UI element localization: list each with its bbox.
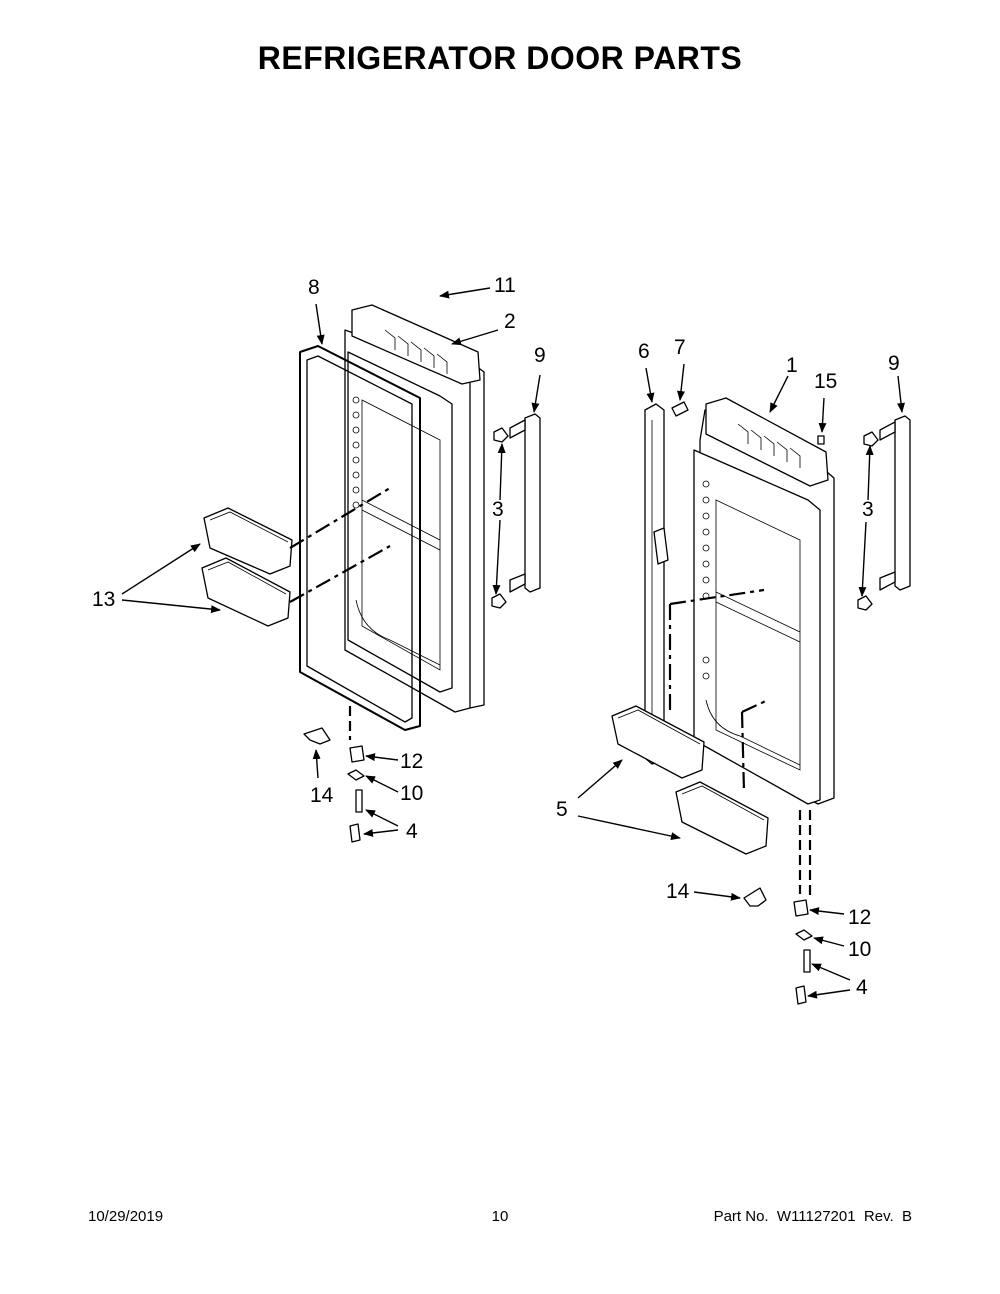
right-mullion <box>644 403 669 765</box>
left-door-bins <box>201 507 293 627</box>
callout-14-right: 14 <box>666 880 690 903</box>
callout-labels: 8 11 2 9 3 13 12 14 10 4 6 7 1 15 9 3 5 … <box>92 274 900 999</box>
callout-7: 7 <box>674 336 686 359</box>
left-door-handle <box>509 413 541 593</box>
footer-page-number: 10 <box>491 1208 509 1225</box>
callout-4-left: 4 <box>406 820 418 843</box>
footer-part-number: Part No. W11127201 Rev. B <box>713 1208 912 1225</box>
callout-12-left: 12 <box>400 750 423 773</box>
right-hinge-parts <box>743 810 813 1005</box>
callout-1: 1 <box>786 354 798 377</box>
callout-9-left: 9 <box>534 344 546 367</box>
right-door-bins <box>611 705 769 855</box>
callout-10-left: 10 <box>400 782 423 805</box>
callout-4-right: 4 <box>856 976 868 999</box>
callout-2: 2 <box>504 310 516 333</box>
callout-3-left: 3 <box>492 498 504 521</box>
callout-8: 8 <box>308 276 320 299</box>
callout-3-right: 3 <box>862 498 874 521</box>
callout-arrows <box>121 287 905 999</box>
right-mullion-screw <box>671 401 689 417</box>
left-door-gasket <box>299 345 421 731</box>
callout-14-left: 14 <box>310 784 334 807</box>
left-door-liner <box>344 304 485 713</box>
callout-9-right: 9 <box>888 352 900 375</box>
left-dash-lines <box>289 487 391 603</box>
right-handle-screws <box>857 431 879 611</box>
callout-6: 6 <box>638 340 650 363</box>
footer-date: 10/29/2019 <box>88 1208 164 1225</box>
callout-11: 11 <box>494 274 516 297</box>
callout-10-right: 10 <box>848 938 871 961</box>
left-hinge-parts <box>303 706 365 843</box>
right-door-liner <box>693 397 835 805</box>
callout-5: 5 <box>556 798 568 821</box>
callout-13: 13 <box>92 588 115 611</box>
right-screw-15 <box>817 435 825 445</box>
right-door-handle <box>879 415 911 591</box>
page-title: REFRIGERATOR DOOR PARTS <box>257 40 743 76</box>
right-dash-lines <box>668 588 769 793</box>
callout-12-right: 12 <box>848 906 871 929</box>
callout-15: 15 <box>814 370 837 393</box>
